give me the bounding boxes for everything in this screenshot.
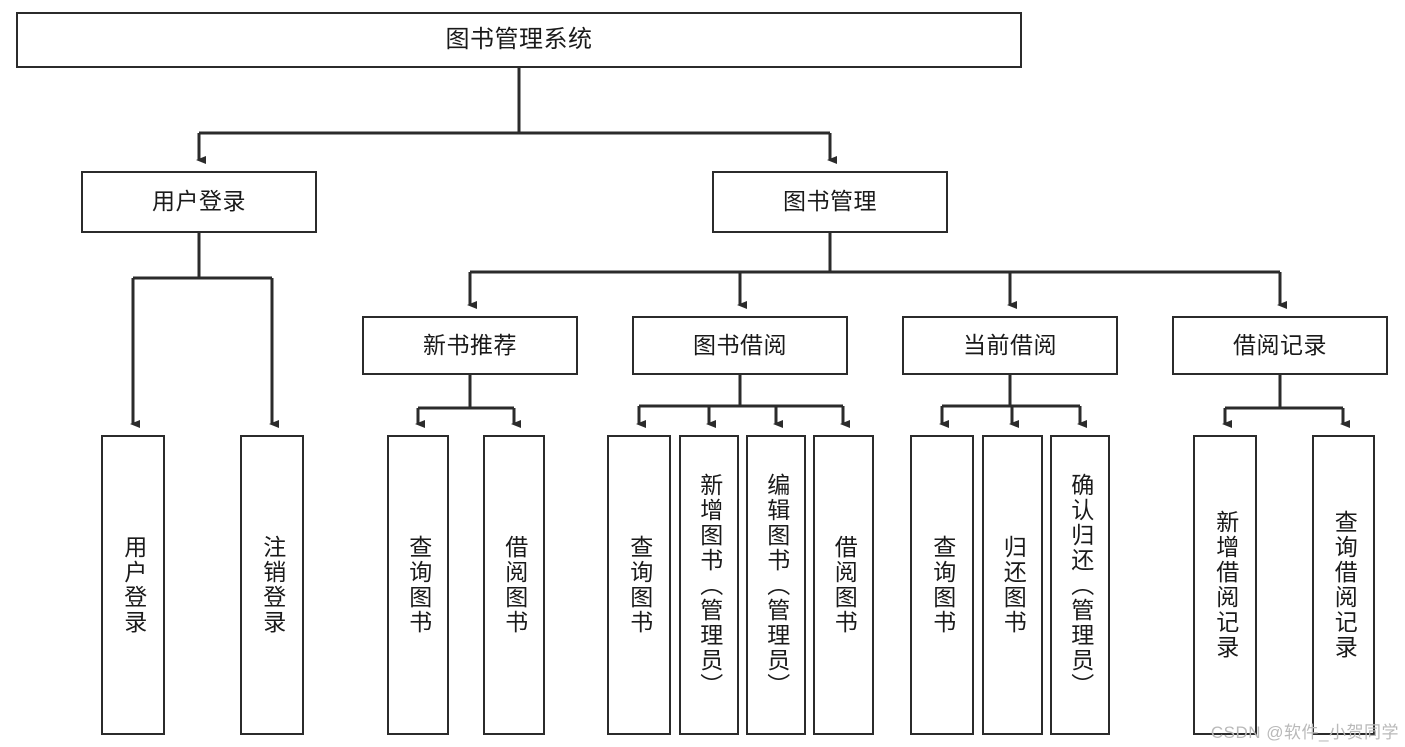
node-leaf-user-login[interactable]: 用户登录 [101, 435, 165, 735]
node-leaf-query-book-borrow[interactable]: 查询图书 [607, 435, 671, 735]
node-label: 查询借阅记录 [1331, 510, 1358, 660]
csdn-watermark: CSDN @软件_小贺同学 [1210, 723, 1399, 742]
node-leaf-borrow-book-rec[interactable]: 借阅图书 [483, 435, 545, 735]
node-leaf-confirm-return[interactable]: 确认归还（管理员） [1050, 435, 1110, 735]
node-label: 查询图书 [405, 535, 432, 635]
node-leaf-add-borrow-record[interactable]: 新增借阅记录 [1193, 435, 1257, 735]
node-label: 借阅图书 [831, 535, 858, 635]
node-label: 新增借阅记录 [1212, 510, 1239, 660]
node-label: 当前借阅 [963, 331, 1057, 358]
node-label: 确认归还（管理员） [1067, 472, 1094, 698]
node-label: 新增图书（管理员） [696, 472, 723, 698]
node-borrow-record[interactable]: 借阅记录 [1172, 316, 1388, 375]
node-leaf-add-book[interactable]: 新增图书（管理员） [679, 435, 739, 735]
node-root-system[interactable]: 图书管理系统 [16, 12, 1022, 68]
node-book-manage[interactable]: 图书管理 [712, 171, 948, 233]
node-leaf-query-book-current[interactable]: 查询图书 [910, 435, 974, 735]
node-new-book-recommend[interactable]: 新书推荐 [362, 316, 578, 375]
node-label: 编辑图书（管理员） [763, 472, 790, 698]
node-leaf-query-borrow-record[interactable]: 查询借阅记录 [1312, 435, 1375, 735]
node-leaf-query-book-rec[interactable]: 查询图书 [387, 435, 449, 735]
node-label: 查询图书 [626, 535, 653, 635]
node-user-login[interactable]: 用户登录 [81, 171, 317, 233]
node-label: 借阅记录 [1233, 331, 1327, 358]
node-current-borrow[interactable]: 当前借阅 [902, 316, 1118, 375]
node-label: 归还图书 [1000, 535, 1027, 635]
node-label: 注销登录 [259, 535, 286, 635]
node-book-borrow[interactable]: 图书借阅 [632, 316, 848, 375]
node-label: 图书管理 [783, 188, 877, 215]
node-leaf-edit-book[interactable]: 编辑图书（管理员） [746, 435, 806, 735]
node-label: 新书推荐 [423, 331, 517, 358]
node-leaf-return-book[interactable]: 归还图书 [982, 435, 1043, 735]
node-leaf-user-logout[interactable]: 注销登录 [240, 435, 304, 735]
node-label: 用户登录 [152, 188, 246, 215]
node-label: 查询图书 [929, 535, 956, 635]
node-label: 图书借阅 [693, 331, 787, 358]
node-label: 图书管理系统 [445, 25, 593, 53]
node-label: 借阅图书 [501, 535, 528, 635]
node-leaf-borrow-book[interactable]: 借阅图书 [813, 435, 874, 735]
node-label: 用户登录 [120, 535, 147, 635]
